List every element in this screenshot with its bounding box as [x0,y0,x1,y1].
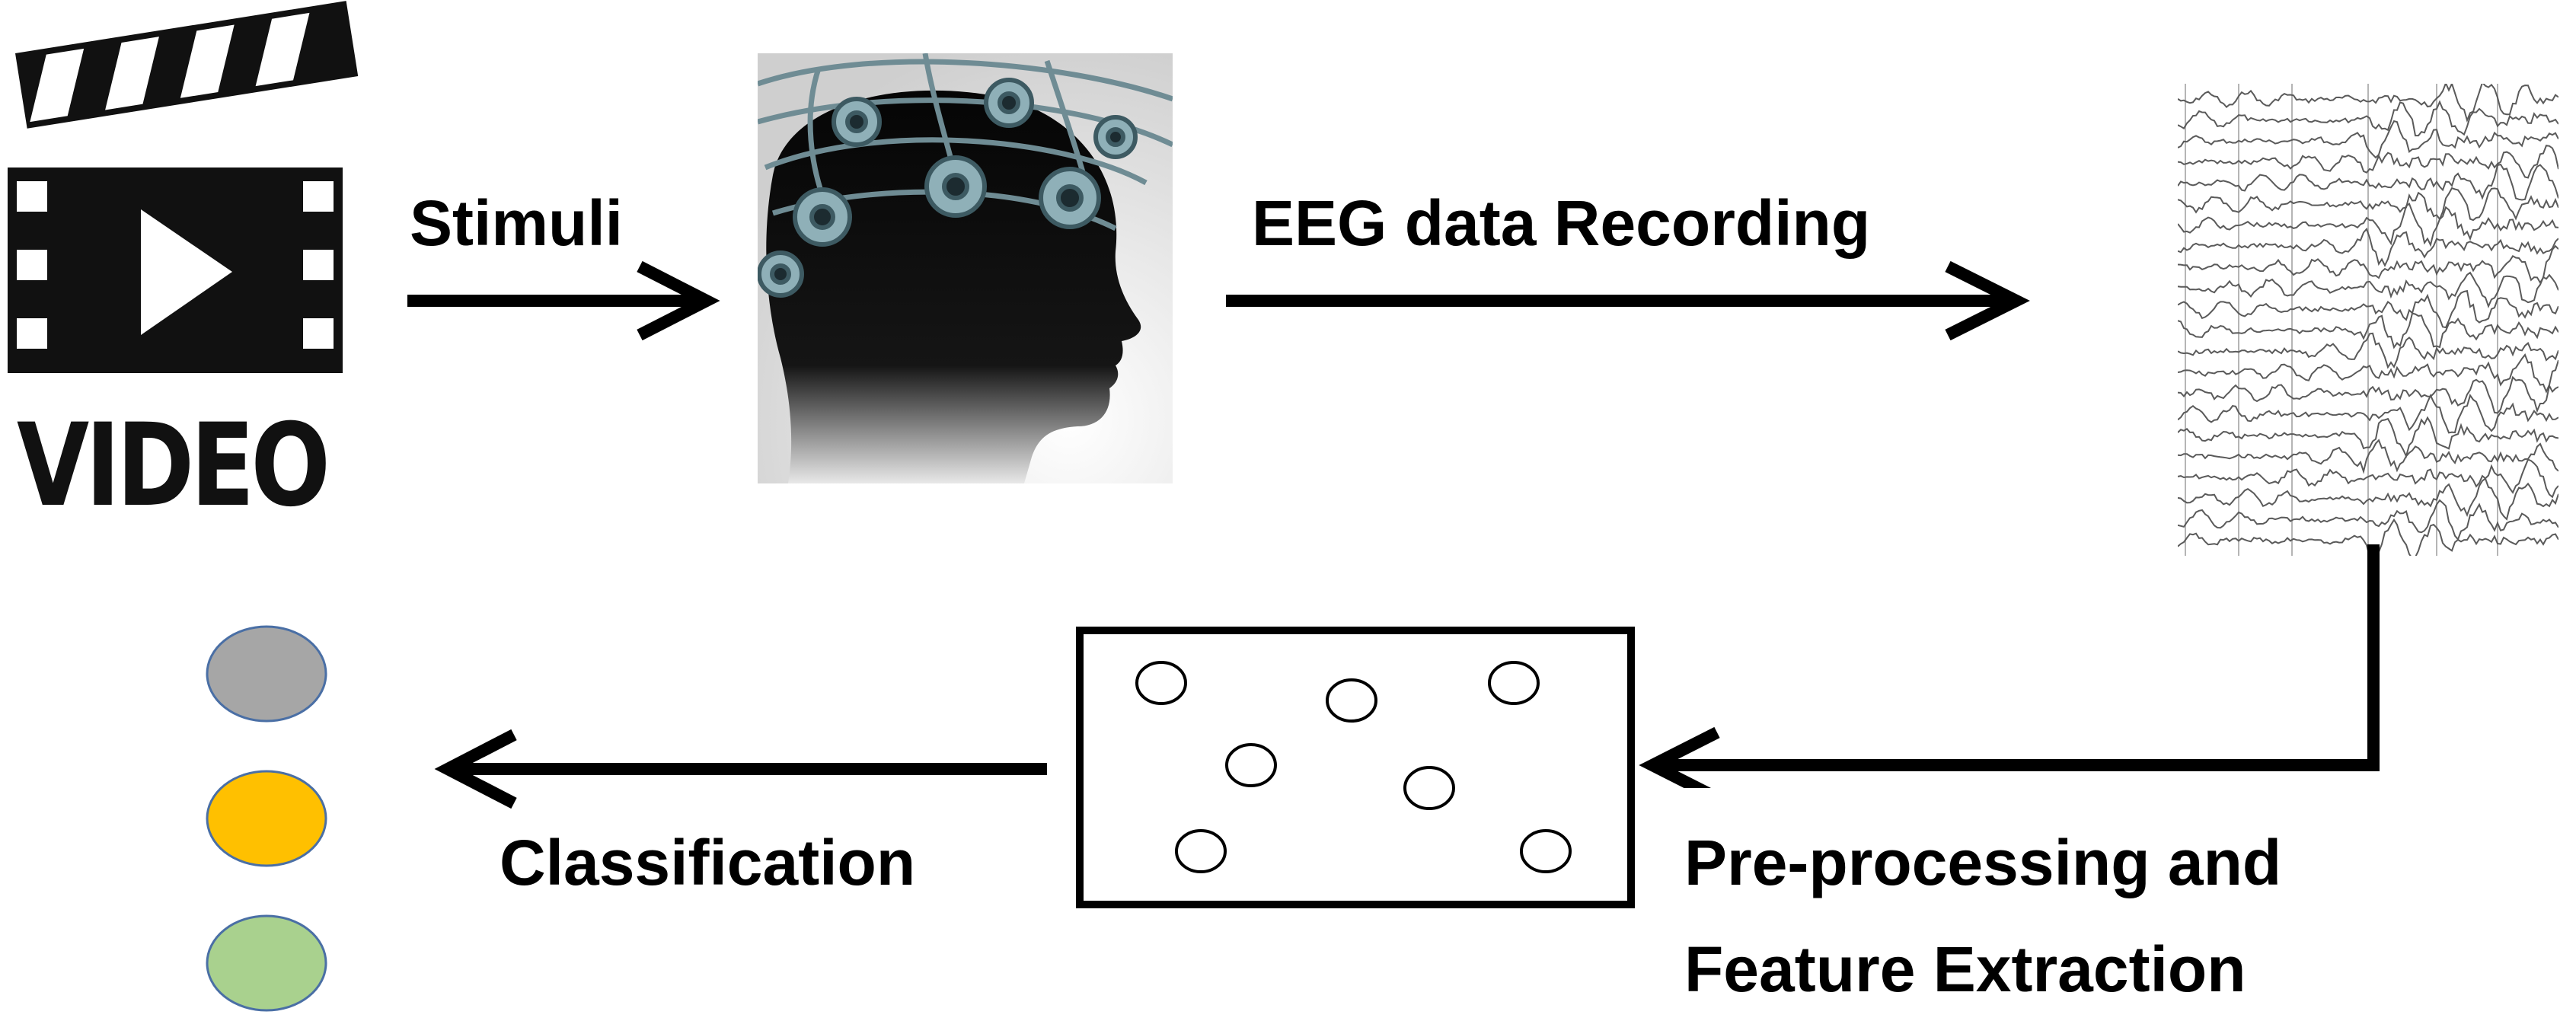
video-label: VIDEO [17,400,330,532]
eeg-head-cap-icon [758,53,1173,483]
eeg-trace [2178,227,2558,267]
video-clapperboard-icon [8,1,359,373]
preprocessing-arrow [1639,544,2380,788]
eeg-trace [2178,499,2558,541]
preprocessing-label-line2: Feature Extraction [1684,933,2246,1005]
class-circle [206,625,327,723]
eeg-trace [2178,477,2558,521]
eeg-trace [2178,416,2558,458]
eeg-trace [2178,312,2558,349]
classification-label: Classification [500,827,916,898]
feature-point [1135,661,1187,705]
eeg-trace [2178,244,2558,285]
play-icon [141,209,232,335]
eeg-signal-traces-icon [2178,84,2558,556]
eeg-trace [2178,144,2558,179]
eeg-trace [2178,375,2558,414]
eeg-trace [2178,271,2558,309]
eeg-trace [2178,163,2558,201]
feature-point [1326,678,1377,723]
eeg-trace [2178,100,2558,137]
eeg-trace [2178,439,2558,474]
eeg-trace [2178,289,2558,329]
eeg-trace [2178,120,2558,159]
classification-arrow [434,729,1047,809]
preprocessing-label-line1: Pre-processing and [1684,827,2282,898]
feature-point [1520,829,1572,873]
eeg-trace [2178,203,2558,247]
eeg-trace [2178,332,2558,369]
eeg-recording-arrow [1226,260,2030,341]
feature-space-box-icon [1076,627,1635,908]
eeg-trace [2178,187,2558,222]
eeg-trace [2178,84,2558,123]
stimuli-arrow [407,260,720,341]
eeg-trace [2178,353,2558,394]
eeg-trace [2178,458,2558,499]
eeg-trace [2178,394,2558,434]
class-output-circles [206,625,327,1012]
feature-point [1488,661,1540,705]
eeg-recording-label: EEG data Recording [1252,187,1871,259]
class-circle [206,770,327,867]
feature-point [1403,766,1455,810]
stimuli-label: Stimuli [410,187,624,259]
feature-point [1175,829,1227,873]
class-circle [206,914,327,1012]
feature-point [1225,743,1277,787]
